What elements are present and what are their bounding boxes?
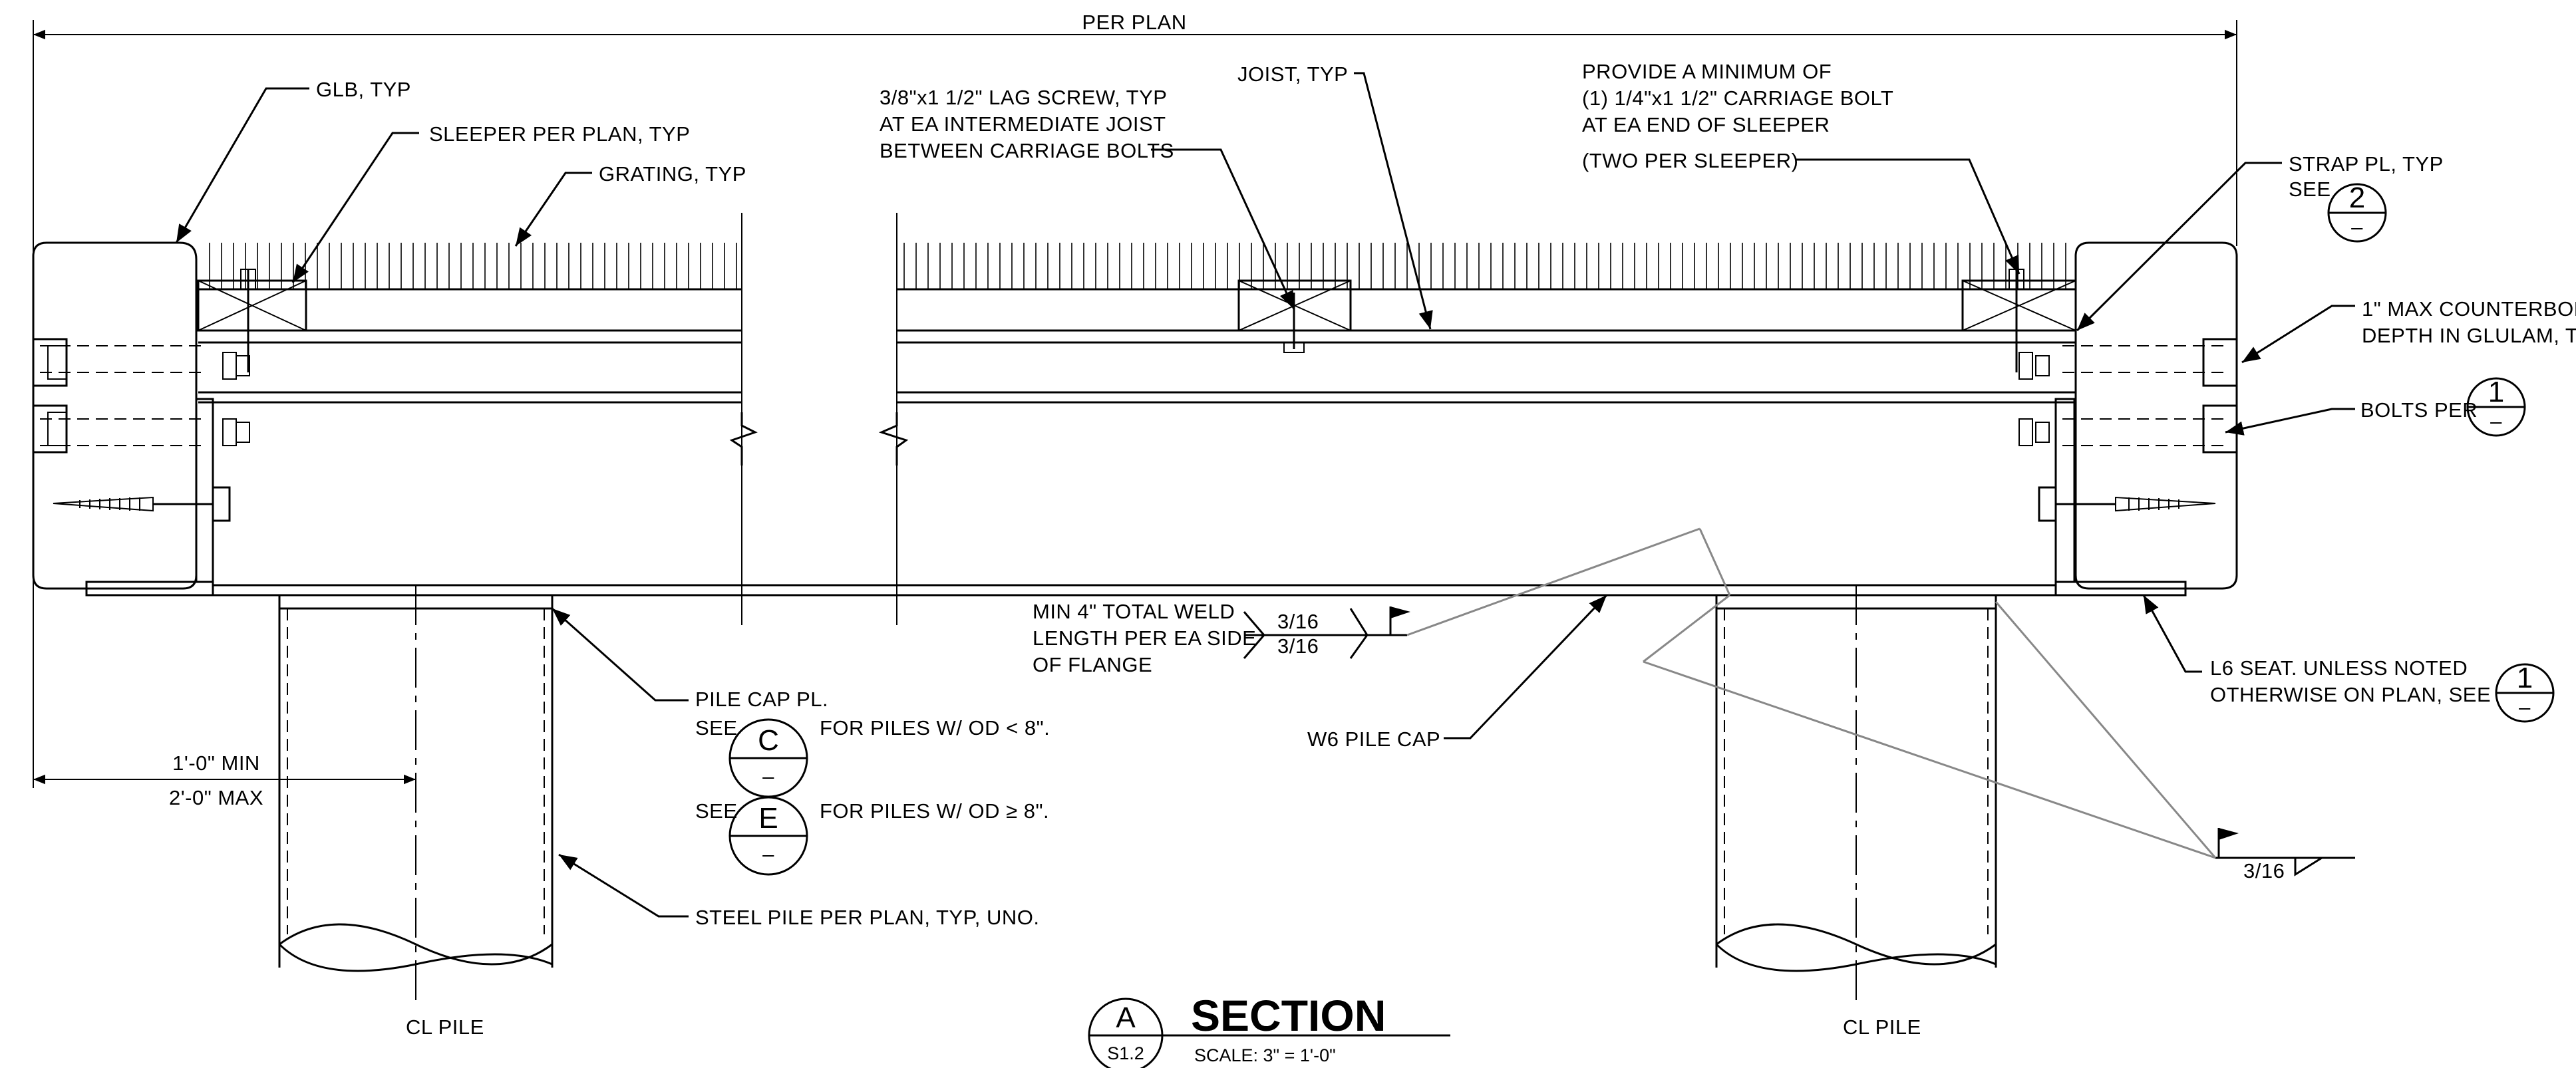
right-glulam: [2038, 241, 2238, 590]
bubble-pile-cap-small[interactable]: C –: [728, 718, 808, 798]
counterbore-line-1: 1" MAX COUNTERBORE: [2362, 297, 2576, 321]
bubble-bolts[interactable]: 1 –: [2466, 376, 2526, 437]
left-glulam: [32, 241, 231, 590]
l6-line-2: OTHERWISE ON PLAN, SEE: [2210, 683, 2491, 706]
joist-label: JOIST, TYP: [1237, 63, 1348, 86]
svg-text:–: –: [2519, 696, 2531, 719]
callout-text: GLB, TYP SLEEPER PER PLAN, TYP GRATING, …: [316, 60, 2576, 1039]
svg-text:E: E: [758, 802, 778, 835]
lag-screw-line-3: BETWEEN CARRIAGE BOLTS: [880, 139, 1174, 162]
grating: [198, 213, 2076, 625]
carriage-line-1: PROVIDE A MINIMUM OF: [1582, 60, 1832, 83]
bubble-pile-cap-large[interactable]: E –: [728, 796, 808, 876]
weld-symbol-right: [1643, 594, 2355, 876]
joist: [198, 329, 2076, 587]
left-pile: [278, 585, 554, 1007]
glb-label: GLB, TYP: [316, 78, 411, 101]
svg-text:1: 1: [2517, 662, 2533, 694]
pile-cap-label: PILE CAP PL.: [695, 688, 828, 711]
weld-symbol-left: [1243, 527, 1731, 659]
svg-text:–: –: [762, 843, 774, 866]
overall-dimension: PER PLAN: [33, 11, 2237, 788]
strap-line-2: SEE: [2289, 178, 2331, 201]
carriage-line-4: (TWO PER SLEEPER): [1582, 149, 1798, 172]
sleepers: [197, 269, 2077, 372]
svg-text:–: –: [2351, 215, 2363, 239]
svg-text:2: 2: [2349, 182, 2365, 214]
cl-pile-right: CL PILE: [1843, 1015, 1921, 1039]
section-scale: SCALE: 3" = 1'-0": [1194, 1045, 1336, 1065]
see-e-label: SEE: [695, 799, 738, 823]
bubble-l6[interactable]: 1 –: [2495, 662, 2555, 723]
weld-line-1: MIN 4" TOTAL WELD: [1033, 600, 1235, 623]
svg-text:1: 1: [2488, 376, 2504, 408]
lag-screw-line-1: 3/8"x1 1/2" LAG SCREW, TYP: [880, 86, 1167, 109]
see-e-note: FOR PILES W/ OD ≥ 8".: [820, 799, 1049, 823]
see-c-label: SEE: [695, 716, 738, 739]
per-plan-label: PER PLAN: [1082, 11, 1186, 34]
section-title: SECTION: [1191, 991, 1386, 1040]
w6-label: W6 PILE CAP: [1307, 728, 1440, 751]
right-pile: [1715, 585, 1997, 1007]
title-bubble-bottom: S1.2: [1107, 1043, 1144, 1063]
title-bubble-top: A: [1116, 1001, 1136, 1034]
see-c-note: FOR PILES W/ OD < 8".: [820, 716, 1050, 739]
cantilever-dimension: 1'-0" MIN 2'-0" MAX: [33, 751, 416, 809]
svg-text:–: –: [2490, 410, 2502, 433]
weld-size-right: 3/16: [2243, 859, 2285, 882]
cl-pile-left: CL PILE: [406, 1015, 484, 1039]
carriage-line-3: AT EA END OF SLEEPER: [1582, 113, 1830, 136]
cantilever-max: 2'-0" MAX: [169, 786, 263, 809]
weld-size-bottom: 3/16: [1277, 634, 1319, 658]
leaders: [175, 72, 2355, 918]
bolts-label: BOLTS PER: [2360, 398, 2478, 422]
carriage-line-2: (1) 1/4"x1 1/2" CARRIAGE BOLT: [1582, 86, 1893, 110]
l6-seat: [85, 398, 2187, 597]
counterbore-line-2: DEPTH IN GLULAM, TYP: [2362, 324, 2576, 347]
weld-line-2: LENGTH PER EA SIDE: [1033, 626, 1256, 650]
weld-size-top: 3/16: [1277, 610, 1319, 633]
title-block: A S1.2 SECTION SCALE: 3" = 1'-0": [1088, 991, 1450, 1068]
l6-line-1: L6 SEAT. UNLESS NOTED: [2210, 656, 2468, 680]
w6-pile-cap: [213, 584, 2056, 597]
strap-line-1: STRAP PL, TYP: [2289, 152, 2444, 176]
svg-text:–: –: [762, 765, 774, 788]
steel-pile-label: STEEL PILE PER PLAN, TYP, UNO.: [695, 906, 1040, 929]
grating-label: GRATING, TYP: [599, 162, 746, 186]
sleeper-label: SLEEPER PER PLAN, TYP: [429, 122, 690, 146]
svg-text:C: C: [758, 724, 779, 757]
cantilever-min: 1'-0" MIN: [172, 751, 260, 775]
lag-screw-line-2: AT EA INTERMEDIATE JOIST: [880, 112, 1166, 136]
weld-line-3: OF FLANGE: [1033, 653, 1152, 676]
bubble-strap[interactable]: 2 –: [2327, 182, 2387, 243]
